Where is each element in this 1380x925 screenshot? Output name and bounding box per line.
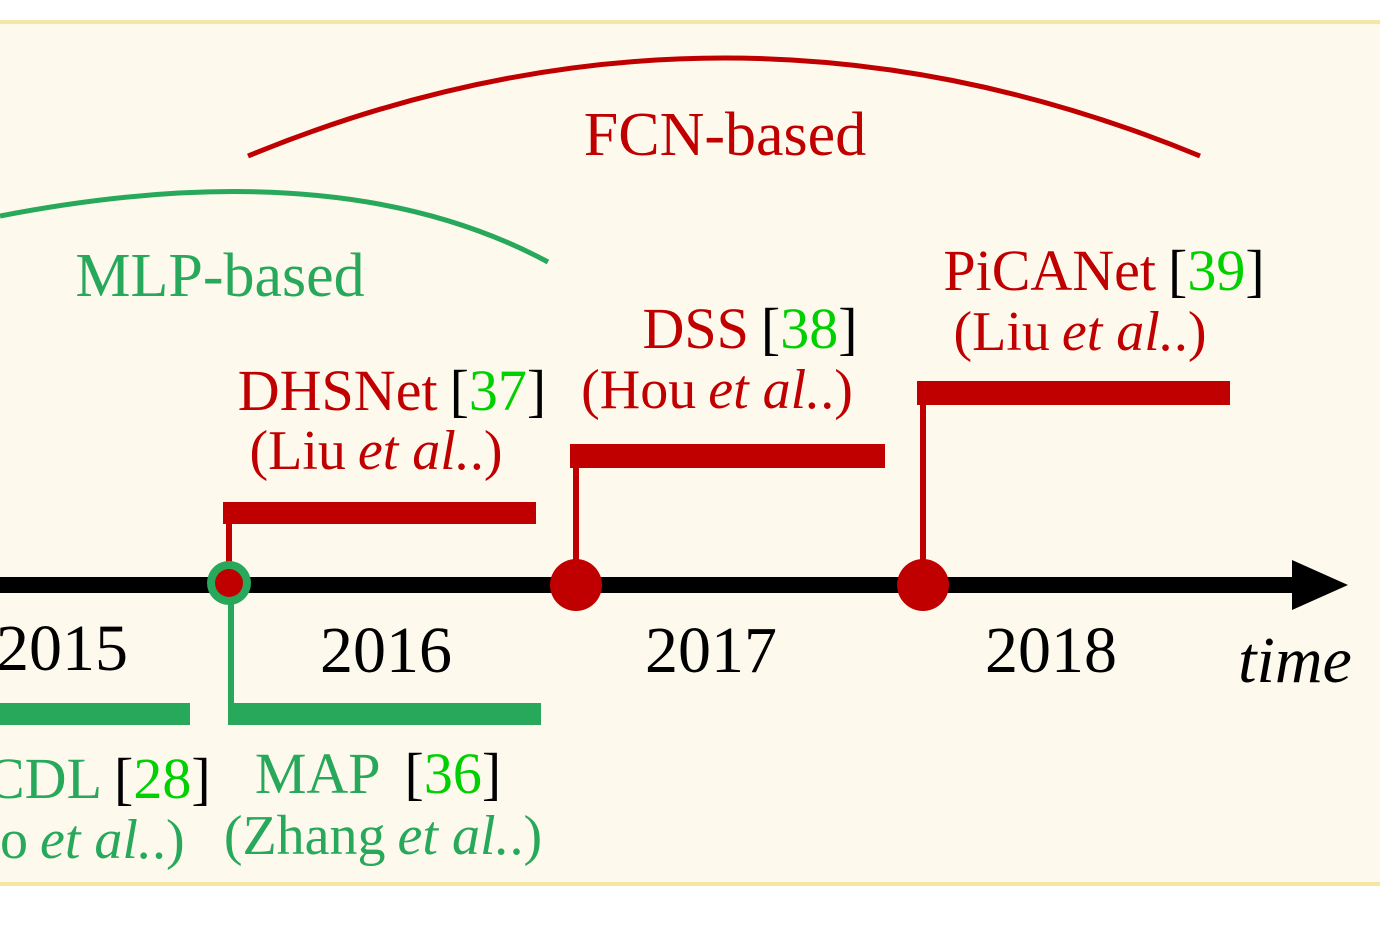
time-axis-arrowhead bbox=[1292, 560, 1348, 610]
dhsnet-marker bbox=[215, 569, 243, 597]
year-2016: 2016 bbox=[320, 614, 452, 687]
fcn-group-arc bbox=[247, 55, 1201, 159]
dss-bar bbox=[570, 444, 885, 468]
map-bracket bbox=[228, 584, 541, 725]
mcdl-bar bbox=[0, 703, 190, 725]
picanet-bar bbox=[917, 381, 1230, 405]
fcn-group-label: FCN-based bbox=[584, 101, 866, 169]
mlp-group-label: MLP-based bbox=[75, 242, 364, 310]
picanet-bracket bbox=[917, 381, 1230, 584]
dss-label: DSS[38] bbox=[642, 296, 857, 361]
dhsnet-label: DHSNet[37] bbox=[238, 358, 546, 423]
dss-marker bbox=[550, 559, 602, 611]
year-2015: 2015 bbox=[0, 612, 128, 685]
year-2017: 2017 bbox=[645, 614, 777, 687]
time-axis-label: time bbox=[1238, 624, 1352, 697]
map-label: MAP[36] bbox=[255, 741, 501, 806]
mlp-group-arc bbox=[0, 189, 550, 265]
picanet-marker bbox=[897, 559, 949, 611]
mcdl-label: CDL[28] bbox=[0, 746, 211, 811]
map-bar bbox=[228, 703, 541, 725]
picanet-label: PiCANet[39] bbox=[943, 238, 1264, 303]
year-2018: 2018 bbox=[985, 614, 1117, 687]
dhsnet-bar bbox=[223, 502, 536, 524]
